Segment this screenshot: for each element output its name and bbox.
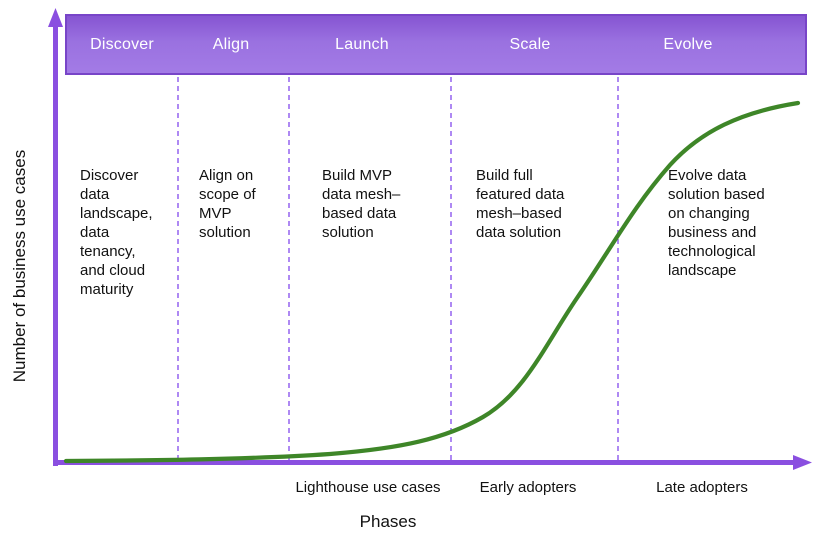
phase-label-align: Align: [212, 35, 250, 53]
phase-label-launch: Launch: [335, 35, 389, 53]
x-axis-arrowhead: [793, 455, 812, 470]
phase-label-scale: Scale: [509, 35, 551, 53]
segment-label-early-adopters: Early adopters: [479, 479, 577, 496]
phase-description-discover: Discover data landscape, data tenancy, a…: [80, 167, 153, 298]
x-axis-title: Phases: [359, 512, 417, 531]
phase-label-discover: Discover: [90, 35, 154, 53]
y-axis-arrowhead: [48, 8, 63, 27]
segment-label-lighthouse: Lighthouse use cases: [295, 479, 441, 496]
phase-description-launch: Build MVP data mesh– based data solution: [322, 167, 401, 241]
phase-description-align: Align on scope of MVP solution: [199, 167, 256, 241]
phase-description-evolve: Evolve data solution based on changing b…: [668, 167, 765, 279]
adoption-curve: [63, 100, 801, 464]
phase-description-scale: Build full featured data mesh–based data…: [476, 167, 565, 241]
phase-label-evolve: Evolve: [663, 35, 713, 53]
phase-header-bar: Discover Align Launch Scale Evolve: [65, 14, 807, 75]
y-axis-label: Number of business use cases: [10, 149, 29, 383]
segment-label-late-adopters: Late adopters: [656, 479, 748, 496]
